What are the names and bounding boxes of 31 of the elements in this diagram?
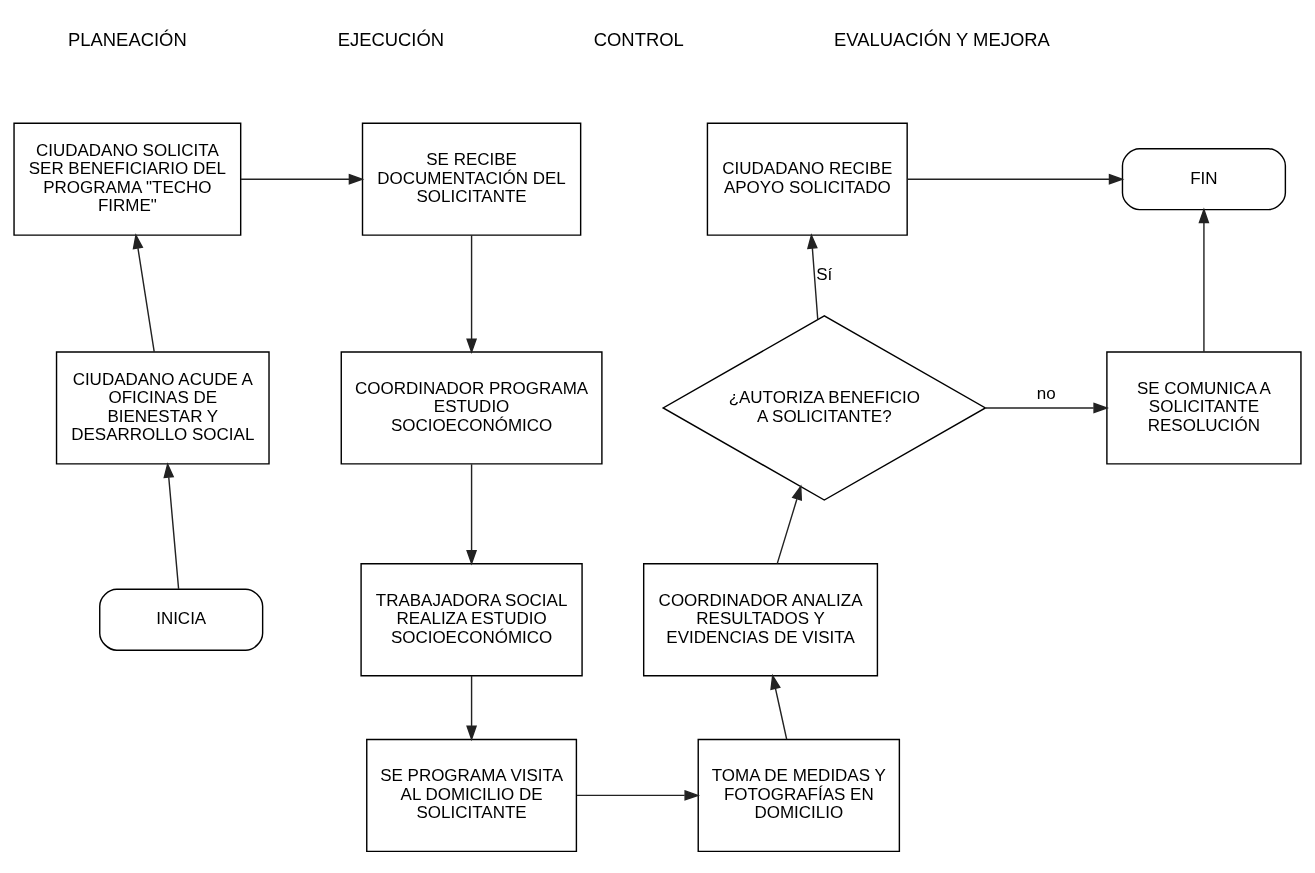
arrow <box>466 234 478 354</box>
arrow <box>806 232 819 320</box>
node-box: TOMA DE MEDIDAS Y FOTOGRAFÍAS EN DOMICILIO <box>697 738 901 852</box>
arrow <box>576 789 701 801</box>
label: PLANEACIÓN <box>68 28 187 50</box>
arrow <box>1198 207 1210 352</box>
arrow <box>132 232 155 353</box>
arrow <box>466 463 478 566</box>
node-box: TRABAJADORA SOCIAL REALIZA ESTUDIO SOCIOECONÓMICO <box>360 562 583 676</box>
node-box: COORDINADOR ANALIZA RESULTADOS Y EVIDENCIAS DE VISITA <box>643 562 879 676</box>
node-box: COORDINADOR PROGRAMA ESTUDIO SOCIOECONÓMICO <box>340 350 603 465</box>
label: EVALUACIÓN Y MEJORA <box>833 28 1050 50</box>
arrow <box>985 402 1109 413</box>
node-box: INICIA <box>99 588 264 651</box>
edge-label: no <box>1036 383 1056 403</box>
node-box: FIN <box>1121 147 1287 210</box>
node-box: SE PROGRAMA VISITA AL DOMICILIO DE SOLICITANTE <box>366 738 578 852</box>
arrow <box>906 173 1125 185</box>
node-box: SE COMUNICA A SOLICITANTE RESOLUCIÓN <box>1106 350 1302 465</box>
arrow <box>776 484 803 564</box>
edge-label: Sí <box>816 264 833 284</box>
arrow <box>770 673 788 740</box>
arrow <box>466 674 478 741</box>
node-box: SE RECIBE DOCUMENTACIÓN DEL SOLICITANTE <box>361 122 582 236</box>
node-box: CIUDADANO ACUDE A OFICINAS DE BIENESTAR Y DESARROLLO SOCIAL <box>55 350 270 465</box>
label: CONTROL <box>593 28 684 50</box>
node-box: CIUDADANO RECIBE APOYO SOLICITADO <box>706 122 908 236</box>
arrow <box>163 461 180 590</box>
arrow <box>240 173 365 185</box>
node-box: CIUDADANO SOLICITA SER BENEFICIARIO DEL PROGRAMA "TECHO FIRME" <box>13 122 242 236</box>
label: EJECUCIÓN <box>337 28 445 50</box>
